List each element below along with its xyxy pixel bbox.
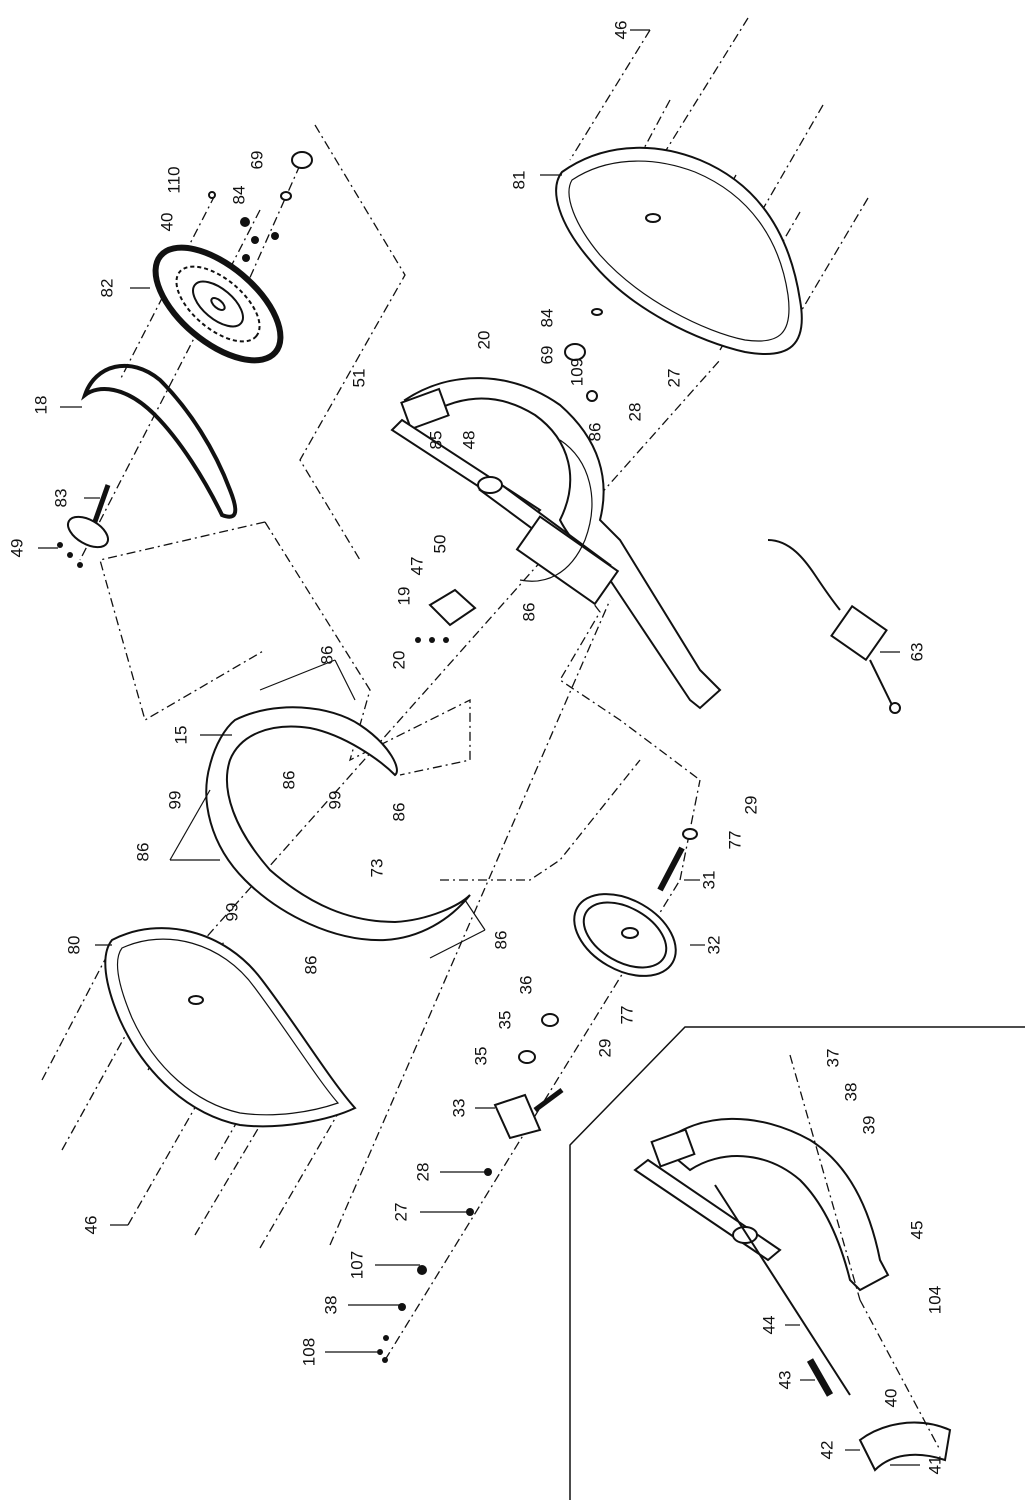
drive-belt-18 [81, 363, 238, 519]
callout-51: 51 [349, 369, 368, 388]
callout-40: 40 [881, 1389, 900, 1408]
callout-41: 41 [925, 1456, 944, 1475]
flywheel-group-boundary [99, 124, 701, 881]
callout-28: 28 [413, 1163, 432, 1182]
callout-80: 80 [64, 936, 83, 955]
callout-86: 86 [585, 423, 604, 442]
callout-46: 46 [81, 1216, 100, 1235]
callout-63: 63 [907, 643, 926, 662]
callout-48: 48 [459, 431, 478, 450]
callout-108: 108 [299, 1338, 318, 1366]
callout-69: 69 [247, 151, 266, 170]
callout-107: 107 [347, 1251, 366, 1279]
callout-20: 20 [474, 331, 493, 350]
callout-45: 45 [907, 1221, 926, 1240]
callout-69: 69 [537, 346, 556, 365]
callout-39: 39 [859, 1116, 878, 1135]
callout-49: 49 [7, 539, 26, 558]
callout-40: 40 [157, 213, 176, 232]
callout-29: 29 [595, 1039, 614, 1058]
callout-37: 37 [823, 1049, 842, 1068]
callout-104: 104 [925, 1286, 944, 1314]
callout-19: 19 [394, 587, 413, 606]
assembly-axis-lines [79, 164, 721, 1361]
callout-85: 85 [426, 431, 445, 450]
side-cover-81 [555, 146, 803, 356]
callout-99: 99 [222, 903, 241, 922]
pulley-69-mid [564, 308, 603, 402]
callout-73: 73 [367, 859, 386, 878]
callout-84: 84 [537, 309, 556, 328]
callout-15: 15 [171, 726, 190, 745]
inset-frame [569, 1026, 1025, 1500]
callout-83: 83 [51, 489, 70, 508]
callout-82: 82 [97, 279, 116, 298]
inset-subassembly [633, 1054, 952, 1472]
callout-42: 42 [817, 1441, 836, 1460]
callout-33: 33 [449, 1099, 468, 1118]
callout-35: 35 [495, 1011, 514, 1030]
callout-27: 27 [664, 369, 683, 388]
callout-86: 86 [519, 603, 538, 622]
part-callouts: 46 81 110 69 84 40 82 84 69 20 51 109 27 18 85 48 28 86 83… [7, 21, 944, 1475]
callout-20: 20 [389, 651, 408, 670]
crank-axle-83 [57, 484, 111, 568]
callout-99: 99 [165, 791, 184, 810]
callout-86: 86 [389, 803, 408, 822]
callout-27: 27 [391, 1203, 410, 1222]
callout-28: 28 [625, 403, 644, 422]
tension-bracket-19 [415, 588, 477, 643]
callout-110: 110 [164, 166, 183, 193]
axle-31 [657, 828, 698, 892]
callout-44: 44 [759, 1316, 778, 1335]
callout-31: 31 [699, 871, 718, 890]
callout-47: 47 [407, 557, 426, 576]
callout-81: 81 [509, 171, 528, 190]
callout-77: 77 [725, 831, 744, 850]
main-frame [390, 377, 722, 710]
callout-35: 35 [471, 1047, 490, 1066]
callout-38: 38 [841, 1083, 860, 1102]
callout-84: 84 [229, 186, 248, 205]
fasteners-bottom-axis [377, 1168, 492, 1363]
bearings-35 [518, 1013, 559, 1064]
callout-29: 29 [741, 796, 760, 815]
power-adapter-63 [767, 539, 901, 714]
callout-86: 86 [301, 956, 320, 975]
callout-38: 38 [321, 1296, 340, 1315]
callout-46: 46 [611, 21, 630, 40]
leader-lines [38, 29, 920, 1466]
flywheel-82 [152, 244, 284, 364]
callout-86: 86 [279, 771, 298, 790]
wheel-32 [573, 893, 677, 977]
callout-86: 86 [133, 843, 152, 862]
callout-43: 43 [775, 1371, 794, 1390]
callout-109: 109 [567, 358, 586, 386]
bracket-33 [493, 1087, 564, 1140]
callout-99: 99 [325, 791, 344, 810]
callout-50: 50 [430, 535, 449, 554]
side-cover-80 [104, 927, 357, 1128]
callout-36: 36 [516, 976, 535, 995]
callout-32: 32 [704, 936, 723, 955]
pulley-69-top [208, 151, 313, 262]
callout-77: 77 [617, 1006, 636, 1025]
callout-18: 18 [31, 396, 50, 415]
callout-86: 86 [491, 931, 510, 950]
chain-guard-15 [205, 706, 471, 942]
callout-86: 86 [317, 646, 336, 665]
